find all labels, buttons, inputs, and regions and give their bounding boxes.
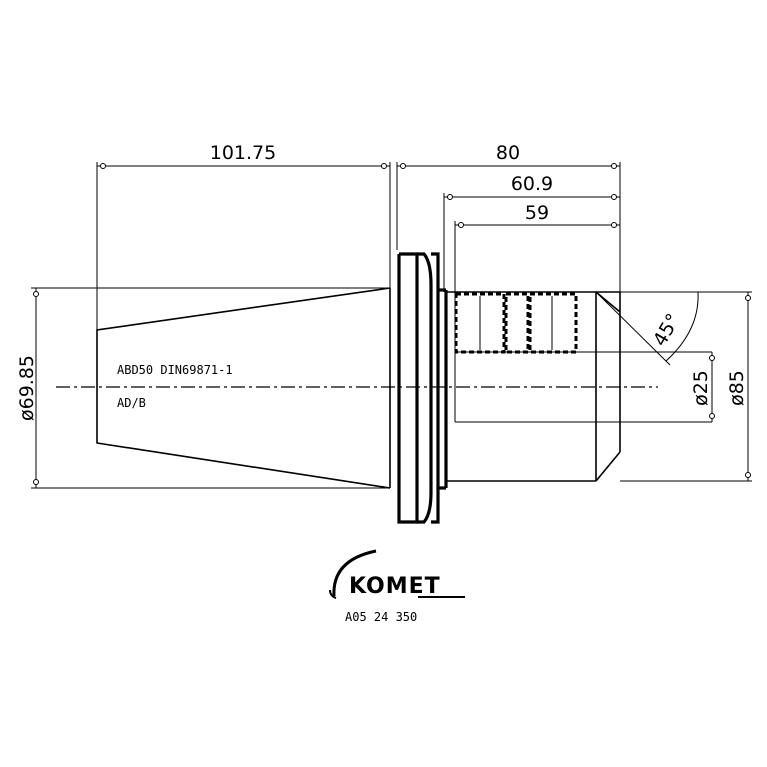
dim-label-80: 80	[496, 142, 520, 164]
bore	[454, 292, 712, 423]
dim-label-59: 59	[525, 202, 549, 224]
komet-logo: KOMET	[329, 549, 465, 599]
dim-label-chamfer: 45°	[649, 310, 685, 350]
dim-59: 59	[454, 202, 620, 292]
note-variant: AD/B	[117, 396, 146, 410]
note-standard: ABD50 DIN69871-1	[117, 363, 233, 377]
part-number: A05 24 350	[345, 610, 417, 624]
chamfer-45: 45°	[595, 291, 699, 366]
brand-name: KOMET	[349, 574, 441, 599]
dim-taper-diameter: ø69.85	[16, 287, 390, 489]
dim-label-60-9: 60.9	[511, 173, 553, 195]
dim-label-taper-diameter: ø69.85	[16, 355, 38, 421]
dim-label-101-75: 101.75	[210, 142, 276, 164]
dim-label-bore-diameter: ø25	[690, 370, 712, 406]
flange	[397, 252, 448, 524]
dim-80: 80	[396, 142, 621, 295]
dim-60-9: 60.9	[443, 173, 620, 292]
taper-cone	[96, 287, 391, 489]
dim-101-75: 101.75	[96, 142, 391, 335]
dim-bore-diameter: ø25	[690, 352, 715, 422]
thread-slots	[454, 292, 578, 354]
dim-label-outer-diameter: ø85	[726, 370, 748, 406]
dim-outer-diameter: ø85	[620, 291, 752, 482]
